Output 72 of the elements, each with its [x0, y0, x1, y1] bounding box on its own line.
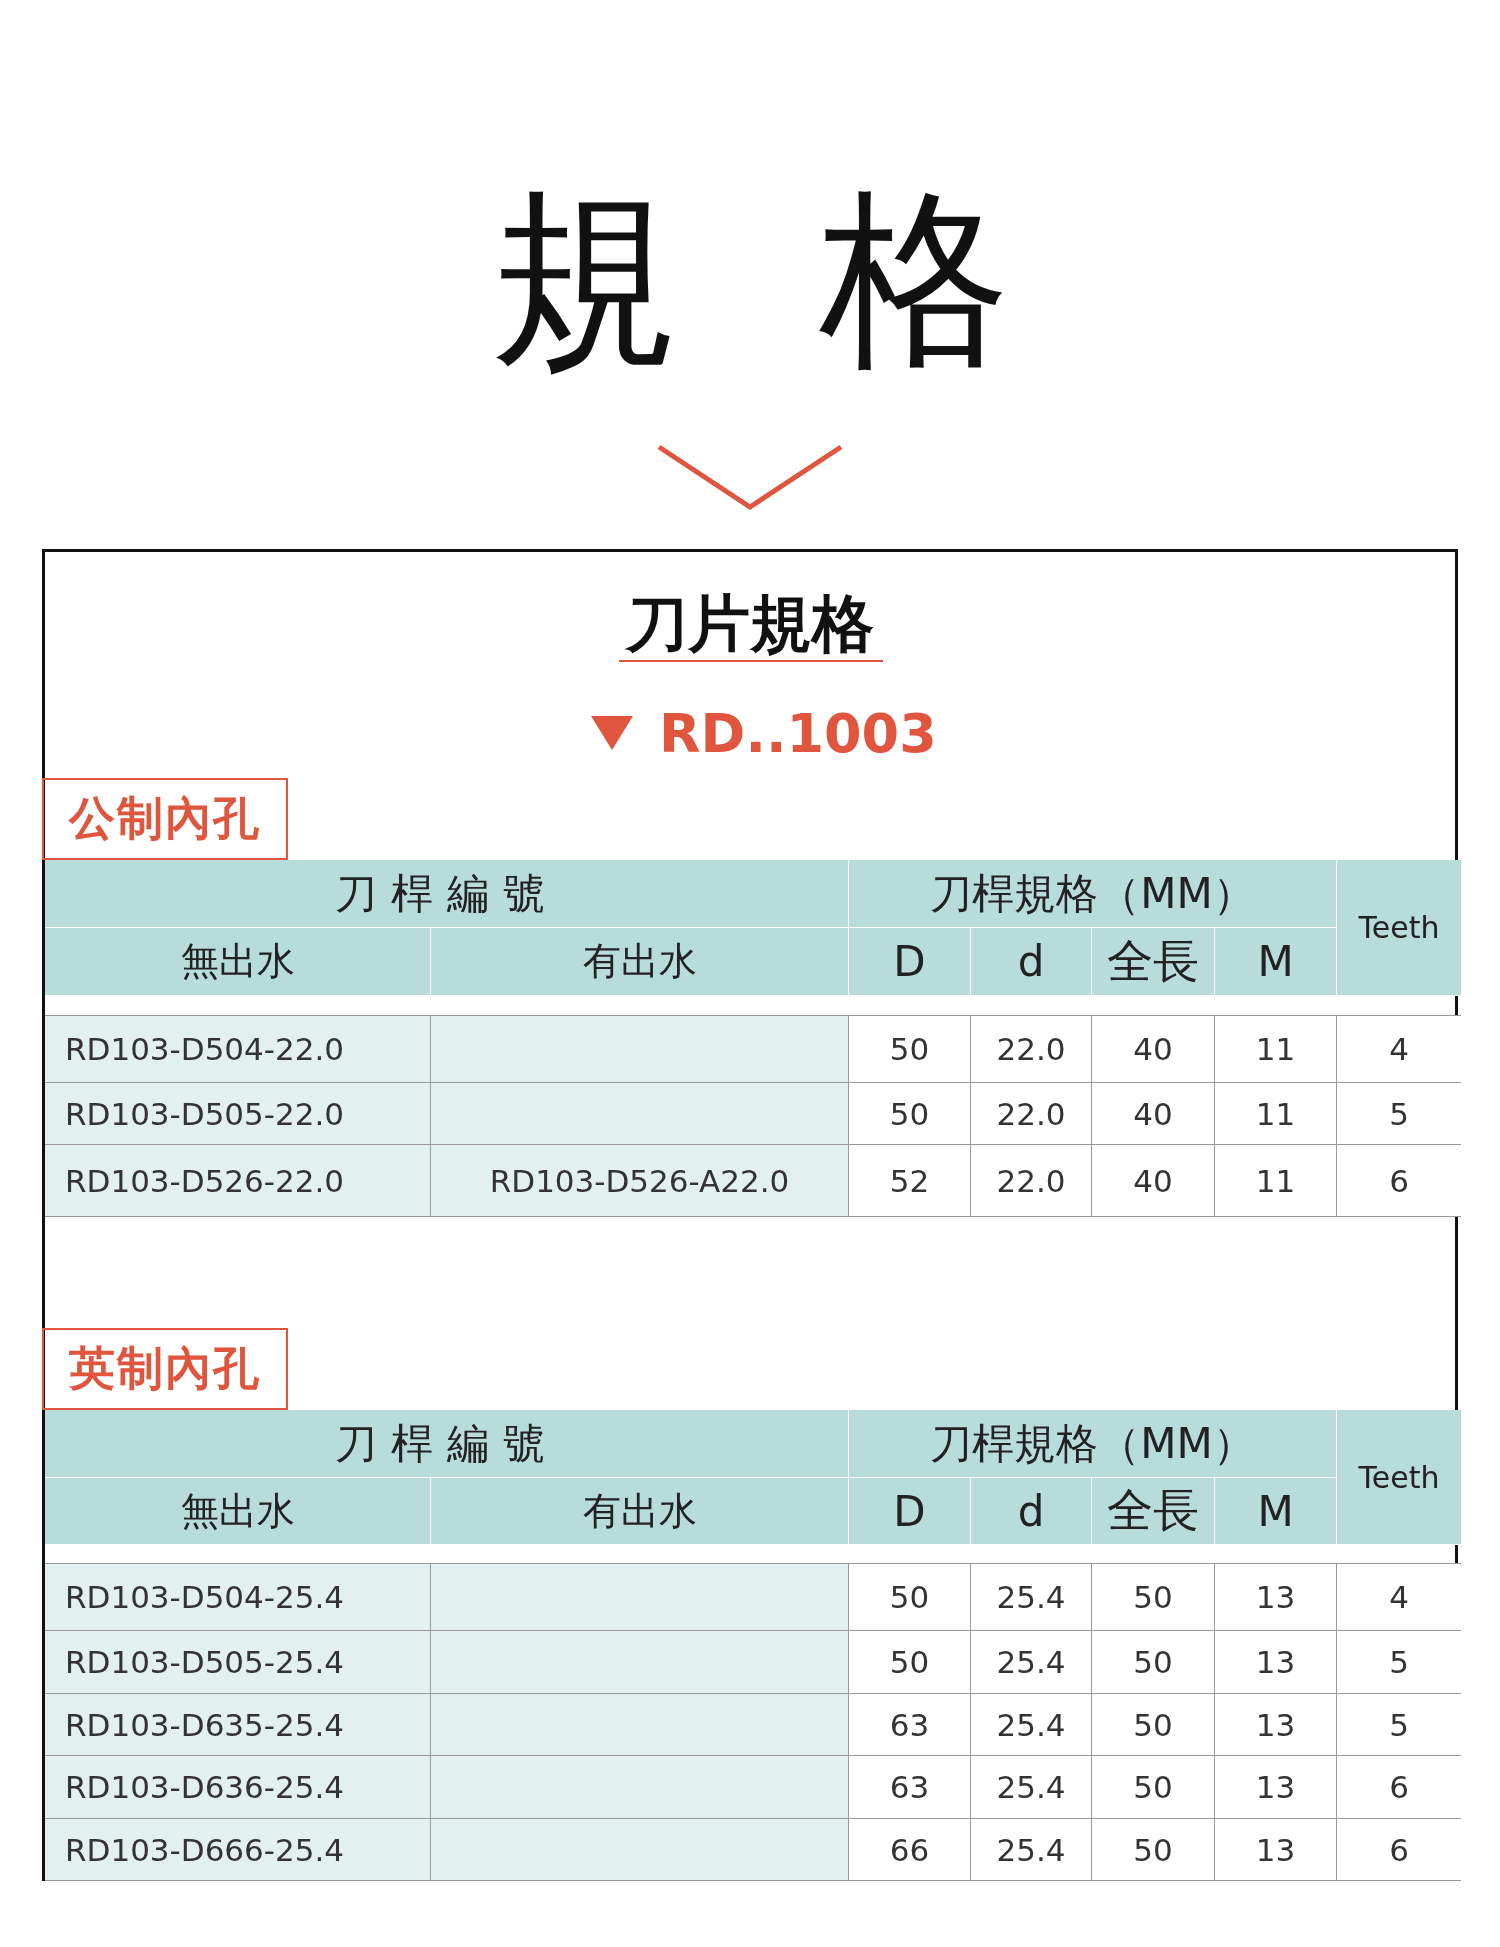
header-cell: D	[849, 928, 971, 996]
table-cell: RD103-D505-25.4	[45, 1631, 431, 1694]
table-cell: 13	[1215, 1694, 1337, 1756]
table-cell: 50	[849, 1631, 971, 1694]
table-cell: 50	[1092, 1694, 1215, 1756]
table-cell: 50	[1092, 1819, 1215, 1881]
table-cell: 4	[1337, 1015, 1461, 1083]
table-cell: RD103-D526-A22.0	[431, 1145, 849, 1217]
table-cell: 25.4	[971, 1563, 1092, 1631]
table-cell: 50	[849, 1563, 971, 1631]
table-cell: 5	[1337, 1083, 1461, 1145]
page-title: 規格	[489, 170, 1151, 390]
header-cell: 有出水	[431, 928, 849, 996]
header-cell: 無出水	[45, 1478, 431, 1545]
table-cell: 11	[1215, 1015, 1337, 1083]
table-cell: 25.4	[971, 1694, 1092, 1756]
header-cell: 刀桿編號	[45, 1410, 849, 1478]
table-cell: 6	[1337, 1145, 1461, 1217]
table-cell: 22.0	[971, 1083, 1092, 1145]
table-cell: 6	[1337, 1819, 1461, 1881]
header-cell: d	[971, 1478, 1092, 1545]
table-cell: 5	[1337, 1631, 1461, 1694]
table-cell: 40	[1092, 1145, 1215, 1217]
header-cell: M	[1215, 928, 1337, 996]
table-cell: 13	[1215, 1756, 1337, 1819]
table-cell: RD103-D505-22.0	[45, 1083, 431, 1145]
table-cell: 50	[849, 1015, 971, 1083]
table-cell: 50	[1092, 1563, 1215, 1631]
table-cell: 11	[1215, 1145, 1337, 1217]
table-cell: 50	[849, 1083, 971, 1145]
table-cell: RD103-D504-25.4	[45, 1563, 431, 1631]
table-cell: RD103-D504-22.0	[45, 1015, 431, 1083]
header-cell: Teeth	[1337, 860, 1461, 996]
table-cell: RD103-D635-25.4	[45, 1694, 431, 1756]
table-cell: RD103-D666-25.4	[45, 1819, 431, 1881]
table-cell: 63	[849, 1694, 971, 1756]
table-cell: 5	[1337, 1694, 1461, 1756]
table-cell: 22.0	[971, 1015, 1092, 1083]
header-cell: Teeth	[1337, 1410, 1461, 1545]
table-cell: 4	[1337, 1563, 1461, 1631]
header-cell: 無出水	[45, 928, 431, 996]
header-cell: 刀桿規格（MM）	[849, 860, 1337, 928]
table-cell: RD103-D636-25.4	[45, 1756, 431, 1819]
table-cell: 13	[1215, 1563, 1337, 1631]
table-cell: 22.0	[971, 1145, 1092, 1217]
table-cell: 50	[1092, 1631, 1215, 1694]
section-heading: 刀片規格	[624, 588, 875, 660]
table-cell: 11	[1215, 1083, 1337, 1145]
header-cell: 刀桿編號	[45, 860, 849, 928]
section-tag: 英制內孔	[42, 1328, 288, 1410]
header-cell: 全長	[1092, 928, 1215, 996]
table-cell: 63	[849, 1756, 971, 1819]
section-tag: 公制內孔	[42, 778, 288, 860]
table-cell: 25.4	[971, 1819, 1092, 1881]
table-cell: 52	[849, 1145, 971, 1217]
table-cell: 25.4	[971, 1756, 1092, 1819]
table-cell: 50	[1092, 1756, 1215, 1819]
header-cell: D	[849, 1478, 971, 1545]
model-code: RD..1003	[659, 702, 937, 766]
table-cell: 40	[1092, 1015, 1215, 1083]
header-cell: 有出水	[431, 1478, 849, 1545]
header-cell: 全長	[1092, 1478, 1215, 1545]
table-cell: 40	[1092, 1083, 1215, 1145]
table-cell: 66	[849, 1819, 971, 1881]
table-cell: 25.4	[971, 1631, 1092, 1694]
table-cell: RD103-D526-22.0	[45, 1145, 431, 1217]
table-cell: 6	[1337, 1756, 1461, 1819]
table-cell: 13	[1215, 1631, 1337, 1694]
header-cell: 刀桿規格（MM）	[849, 1410, 1337, 1478]
table-cell: 13	[1215, 1819, 1337, 1881]
header-cell: d	[971, 928, 1092, 996]
header-cell: M	[1215, 1478, 1337, 1545]
